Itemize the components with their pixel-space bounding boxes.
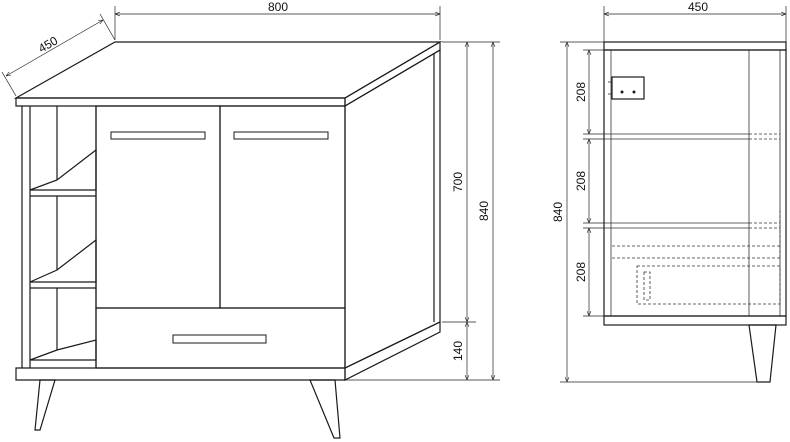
side-leg (748, 324, 777, 383)
shelf-1 (29, 148, 97, 191)
drawer-handle (172, 334, 267, 344)
side-body (603, 49, 787, 317)
front-dimensions: 800 450 700 140 840 (1, 0, 500, 381)
front-right-leg (309, 379, 341, 439)
left-door-handle (110, 131, 206, 140)
open-shelf-compartment (21, 106, 97, 368)
shelf-spacing-label-1: 208 (574, 82, 588, 102)
side-base (603, 315, 787, 326)
depth-dimension-label: 450 (36, 33, 61, 55)
body-height-label: 700 (451, 172, 465, 192)
side-drawer-outline (636, 265, 781, 305)
total-height-label: 840 (477, 201, 491, 221)
hinge-screw-2 (632, 90, 636, 94)
side-view (603, 41, 787, 383)
front-view (13, 40, 443, 439)
width-dimension-label: 800 (268, 0, 288, 14)
shelf-2 (29, 238, 97, 283)
front-left-leg (34, 379, 56, 431)
right-side-panel (344, 48, 441, 369)
side-depth-label: 450 (688, 0, 708, 14)
base-plinth (15, 321, 441, 381)
side-total-height-label: 840 (551, 202, 565, 222)
side-dimensions: 450 840 208 208 208 (551, 0, 787, 383)
hinge-icon (611, 76, 645, 100)
top-slab (13, 40, 443, 108)
side-top-slab (603, 41, 787, 51)
shelf-spacing-label-3: 208 (574, 262, 588, 282)
right-door-handle (233, 131, 329, 140)
shelf-spacing-label-2: 208 (574, 171, 588, 191)
leg-height-label: 140 (451, 341, 465, 361)
hinge-screw-1 (620, 90, 624, 94)
